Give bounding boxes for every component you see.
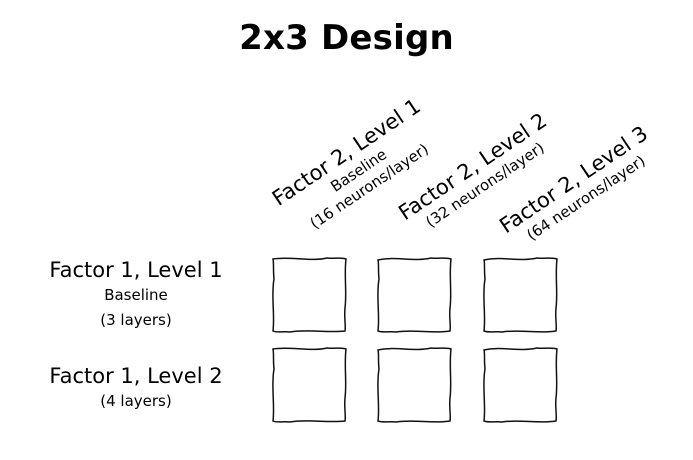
row-label-detail: (4 layers) [100, 392, 172, 410]
design-cell [377, 257, 452, 333]
diagram-title: 2x3 Design [239, 18, 454, 58]
design-cell [377, 347, 452, 423]
row-label-name: Factor 1, Level 2 [49, 364, 223, 388]
row-label-detail: (3 layers) [100, 311, 172, 329]
row-label-1: Factor 1, Level 1 Baseline (3 layers) [16, 257, 256, 333]
row-label-name: Factor 1, Level 1 [49, 258, 223, 282]
design-cell [483, 257, 558, 333]
design-cell [272, 347, 347, 423]
design-cell [272, 257, 347, 333]
row-label-2: Factor 1, Level 2 (4 layers) [16, 363, 256, 414]
design-cell [483, 347, 558, 423]
row-label-detail: Baseline [104, 286, 168, 304]
